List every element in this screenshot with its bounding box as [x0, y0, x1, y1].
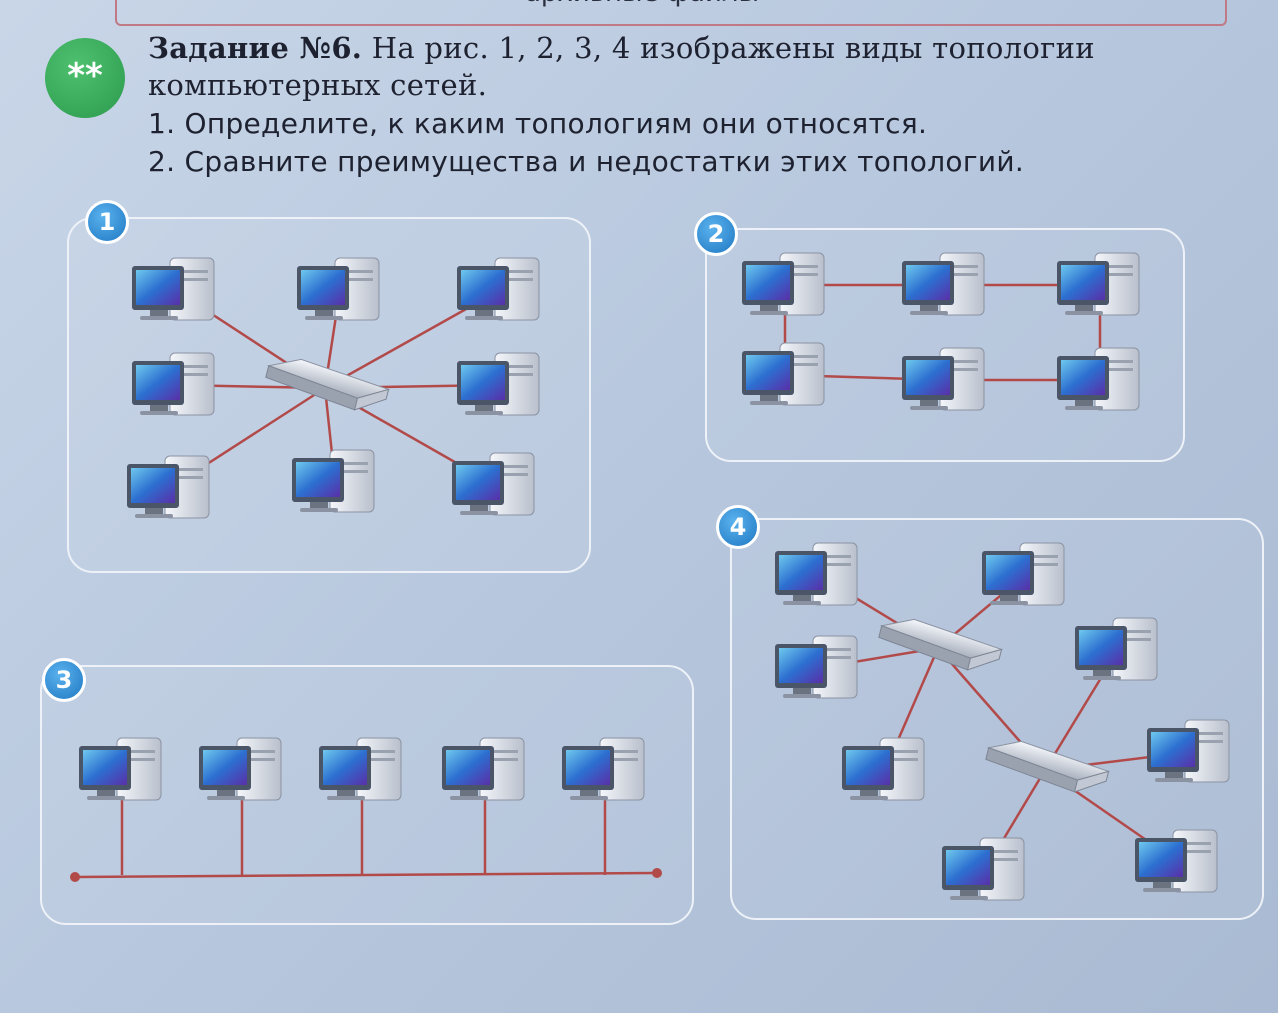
fig2-computer-icon [742, 252, 825, 316]
fig1-switch-icon [265, 358, 391, 411]
fig3-computer-icon [319, 737, 402, 801]
fig3-computer-icon [79, 737, 162, 801]
figure-2-number: 2 [694, 212, 738, 256]
fig2-computer-icon [902, 252, 985, 316]
fig2-computer-icon [1057, 252, 1140, 316]
fig4-computer-icon [982, 542, 1065, 606]
fig4-computer-icon [1075, 617, 1158, 681]
fig3-bus-terminator-right [652, 868, 662, 878]
task-text: Задание №6. На рис. 1, 2, 3, 4 изображен… [148, 30, 1228, 180]
task-title: Задание №6. [148, 31, 363, 65]
fig1-computer-icon [457, 257, 540, 321]
fig1-computer-icon [132, 257, 215, 321]
fig1-computer-icon [132, 352, 215, 416]
header-partial-text: архивные файлы [525, 0, 759, 8]
fig2-computer-icon [1057, 347, 1140, 411]
fig2-computer-icon [902, 347, 985, 411]
fig3-bus-terminator-left [70, 872, 80, 882]
figure-4-number: 4 [716, 505, 760, 549]
fig4-switch-icon-upper [878, 618, 1004, 671]
fig3-computer-icon [562, 737, 645, 801]
figure-1-number: 1 [85, 200, 129, 244]
fig1-computer-icon [452, 452, 535, 516]
fig1-computer-icon [292, 449, 375, 513]
top-frame: архивные файлы [115, 0, 1227, 26]
fig2-computer-icon [742, 342, 825, 406]
fig4-computer-icon [842, 737, 925, 801]
task-intro-line1: Задание №6. На рис. 1, 2, 3, 4 изображен… [148, 30, 1228, 67]
fig4-computer-icon [775, 542, 858, 606]
difficulty-badge: ** [45, 38, 125, 118]
fig1-computer-icon [297, 257, 380, 321]
fig4-computer-icon [1135, 829, 1218, 893]
fig3-bus-cable [74, 871, 658, 879]
fig1-computer-icon [457, 352, 540, 416]
fig3-computer-icon [199, 737, 282, 801]
fig4-switch-icon-lower [985, 740, 1111, 793]
fig4-computer-icon [1147, 719, 1230, 783]
fig4-computer-icon [942, 837, 1025, 901]
fig4-computer-icon [775, 635, 858, 699]
figure-3-number: 3 [42, 658, 86, 702]
fig1-computer-icon [127, 455, 210, 519]
fig3-computer-icon [442, 737, 525, 801]
question-2: 2. Сравните преимущества и недостатки эт… [148, 145, 1025, 179]
question-1: 1. Определите, к каким топологиям они от… [148, 107, 928, 141]
task-intro: На рис. 1, 2, 3, 4 изображены виды топол… [371, 31, 1095, 65]
task-intro-line2: компьютерных сетей. [148, 68, 488, 103]
